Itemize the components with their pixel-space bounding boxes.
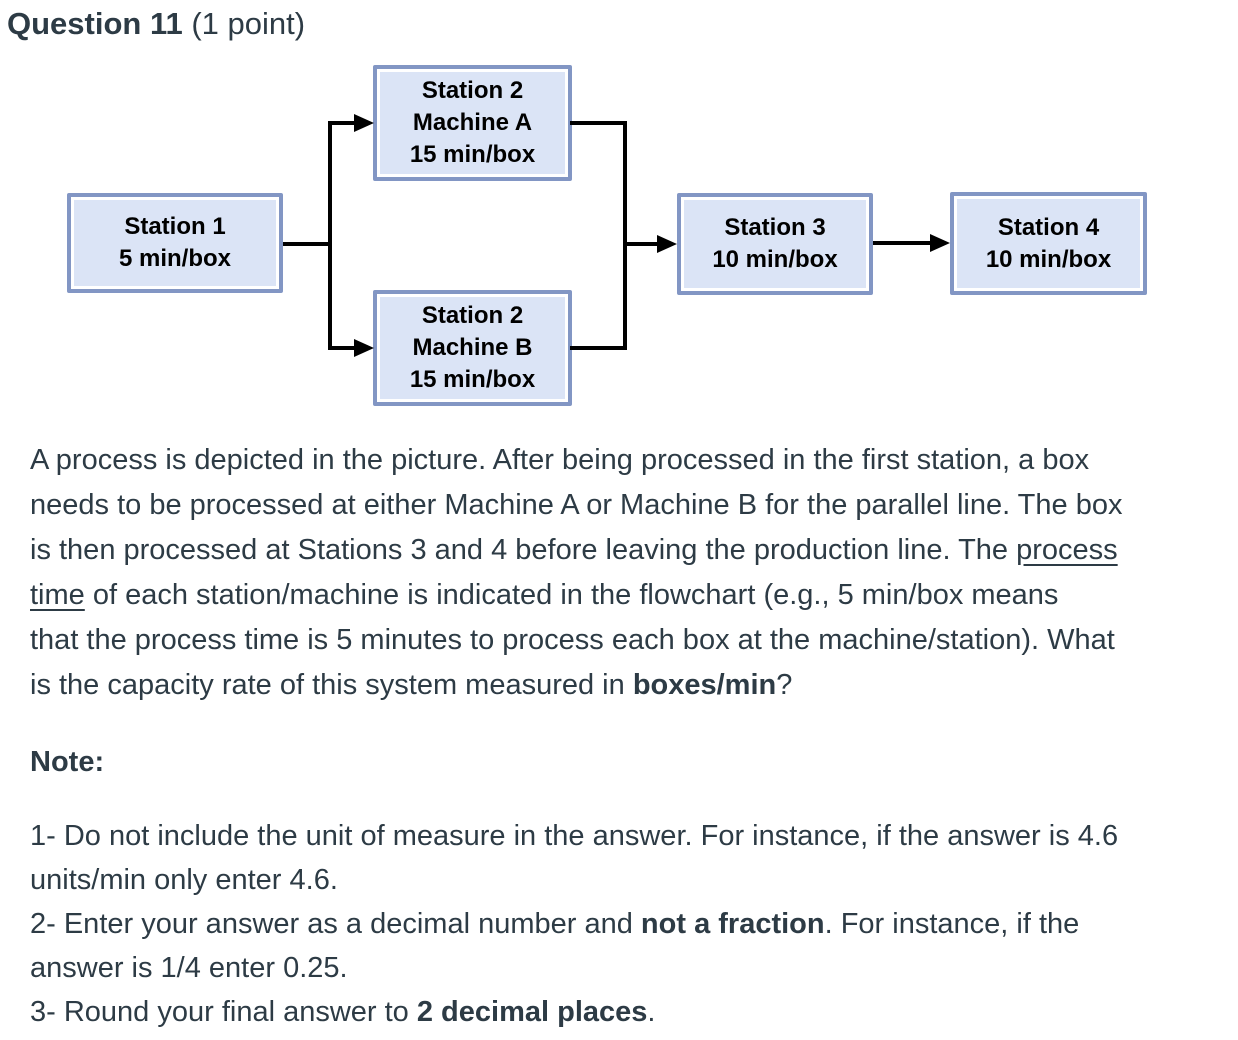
- flowchart-box-station2-machine-a: Station 2 Machine A 15 min/box: [373, 65, 572, 181]
- question-points: (1 point): [182, 6, 306, 41]
- arrow-head-icon: [354, 114, 374, 132]
- connector-line: [623, 242, 659, 246]
- question-number: Question 11: [7, 6, 183, 41]
- box-label: Station 4: [997, 213, 1100, 241]
- text-line: needs to be processed at either Machine …: [30, 489, 1123, 521]
- box-label: Station 1: [124, 213, 226, 240]
- connector-line: [328, 121, 332, 350]
- box-label: Station 2: [421, 77, 524, 104]
- connector-line: [873, 241, 933, 245]
- text-line: units/min only enter 4.6.: [30, 864, 338, 896]
- flowchart-box-station3: Station 3 10 min/box: [677, 193, 873, 295]
- flowchart-box-station2-machine-b: Station 2 Machine B 15 min/box: [373, 290, 572, 406]
- text-line: that the process time is 5 minutes to pr…: [30, 624, 1115, 656]
- box-label: 10 min/box: [712, 246, 838, 273]
- box-label: Machine B: [412, 334, 533, 361]
- text-line: time of each station/machine is indicate…: [30, 579, 1059, 611]
- question-body-text: A process is depicted in the picture. Af…: [30, 438, 1208, 708]
- connector-line: [570, 346, 627, 350]
- box-label: 10 min/box: [985, 245, 1112, 273]
- connector-line: [330, 121, 357, 125]
- connector-line: [330, 346, 357, 350]
- box-label: Station 2: [421, 302, 524, 329]
- question-header: Question 11 (1 point): [7, 6, 305, 42]
- text-line: is then processed at Stations 3 and 4 be…: [30, 534, 1118, 566]
- box-label: 15 min/box: [409, 366, 536, 393]
- box-label: Station 3: [724, 214, 826, 241]
- text-line: A process is depicted in the picture. Af…: [30, 444, 1090, 476]
- connector-line: [570, 121, 627, 125]
- connector-line: [283, 242, 330, 246]
- text-line: answer is 1/4 enter 0.25.: [30, 952, 348, 984]
- text-line: 3- Round your final answer to 2 decimal …: [30, 996, 656, 1028]
- flowchart-box-station1: Station 1 5 min/box: [67, 193, 283, 293]
- text-line: is the capacity rate of this system meas…: [30, 669, 793, 701]
- box-label: Machine A: [412, 109, 533, 136]
- arrow-head-icon: [930, 234, 950, 252]
- box-label: 15 min/box: [409, 141, 536, 168]
- arrow-head-icon: [657, 235, 677, 253]
- text-line: 1- Do not include the unit of measure in…: [30, 820, 1119, 852]
- note-list: 1- Do not include the unit of measure in…: [30, 814, 1208, 1034]
- note-heading: Note:: [30, 746, 105, 778]
- box-label: 5 min/box: [118, 245, 232, 272]
- connector-line: [623, 121, 627, 350]
- arrow-head-icon: [354, 339, 374, 357]
- flowchart-box-station4: Station 4 10 min/box: [950, 192, 1147, 295]
- text-line: 2- Enter your answer as a decimal number…: [30, 908, 1080, 940]
